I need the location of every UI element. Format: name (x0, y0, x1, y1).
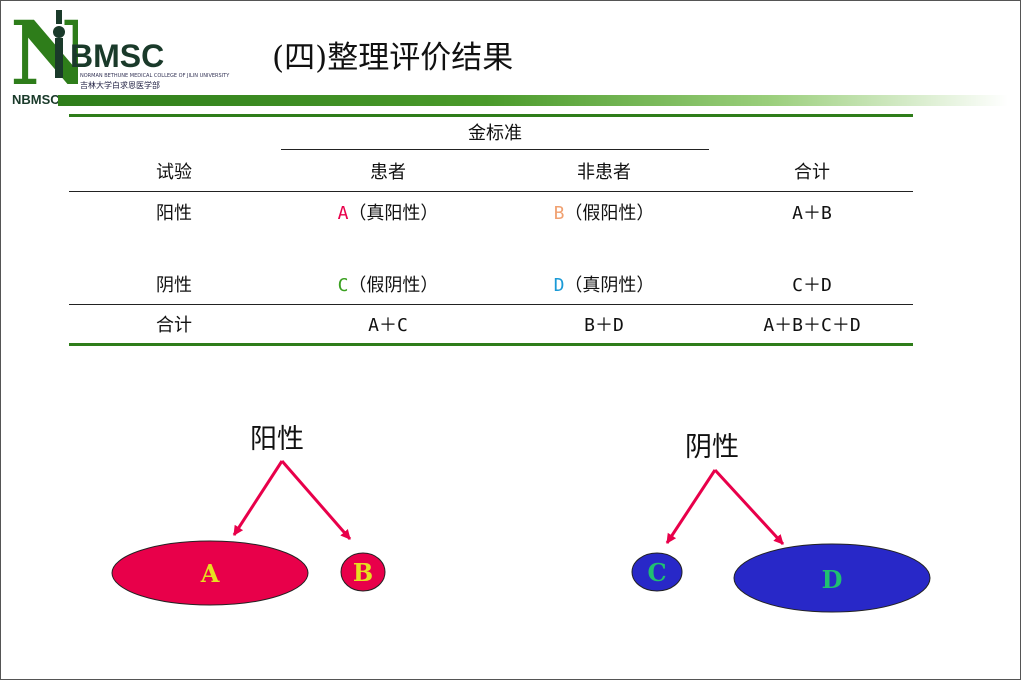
logo-small-text: NBMSC (12, 92, 60, 107)
header-non-patient: 非患者 (497, 151, 711, 192)
ellipse-c (631, 552, 683, 592)
cell-row-total: A＋B (792, 202, 832, 224)
cell-false-negative: C（假阴性） (279, 264, 497, 305)
logo-brand: BMSC (70, 38, 165, 74)
logo-subtitle-cn: 吉林大学白求恩医学部 (80, 81, 160, 90)
arrow-to-b (280, 460, 352, 540)
logo-subtitle-en: NORMAN BETHUNE MEDICAL COLLEGE OF JILIN … (80, 73, 230, 79)
label-c: C (647, 558, 666, 587)
logo-letter: N (10, 4, 78, 99)
label-b: B (353, 558, 373, 587)
sum-patient: A＋C (279, 304, 497, 346)
header-bar (58, 95, 1008, 106)
ellipse-d (733, 543, 931, 613)
page-title: (四)整理评价结果 (272, 40, 514, 76)
table-row: 阴性 C（假阴性） D（真阴性） C＋D (69, 264, 913, 305)
table-row: 阳性 A（真阳性） B（假阳性） A＋B (69, 192, 913, 232)
header-total: 合计 (711, 151, 913, 192)
gold-standard-header: 金标准 (281, 119, 709, 150)
sum-label: 合计 (69, 304, 279, 346)
row-label: 阴性 (69, 264, 279, 305)
evaluation-table: 金标准 试验 患者 非患者 合计 阳性 A（真阳性） B（假阳性） A＋B 阴性… (69, 114, 913, 346)
ellipse-b (340, 552, 386, 592)
sum-non-patient: B＋D (497, 304, 711, 346)
ellipse-a (111, 540, 309, 606)
sum-total: A＋B＋C＋D (711, 304, 913, 346)
header-test: 试验 (69, 151, 279, 192)
logo: N BMSC NORMAN BETHUNE MEDICAL COLLEGE OF… (8, 4, 229, 108)
table-header-row: 试验 患者 非患者 合计 (69, 151, 913, 192)
cell-true-positive: A（真阳性） (337, 202, 439, 224)
cell-false-positive: B（假阳性） (553, 202, 655, 224)
header-patient: 患者 (279, 151, 497, 192)
cell-row-total: C＋D (711, 264, 913, 305)
negative-label: 阴性 (685, 432, 739, 463)
arrow-to-d (713, 468, 785, 546)
label-a: A (200, 559, 220, 588)
arrow-to-c (665, 469, 717, 544)
table-sum-row: 合计 A＋C B＋D A＋B＋C＋D (69, 304, 913, 346)
row-label: 阳性 (156, 202, 192, 224)
arrow-to-a (232, 460, 284, 536)
logo-emblem-icon: N (10, 4, 78, 99)
cell-true-negative: D（真阴性） (497, 264, 711, 305)
positive-label: 阳性 (250, 424, 304, 455)
label-d: D (822, 565, 843, 594)
